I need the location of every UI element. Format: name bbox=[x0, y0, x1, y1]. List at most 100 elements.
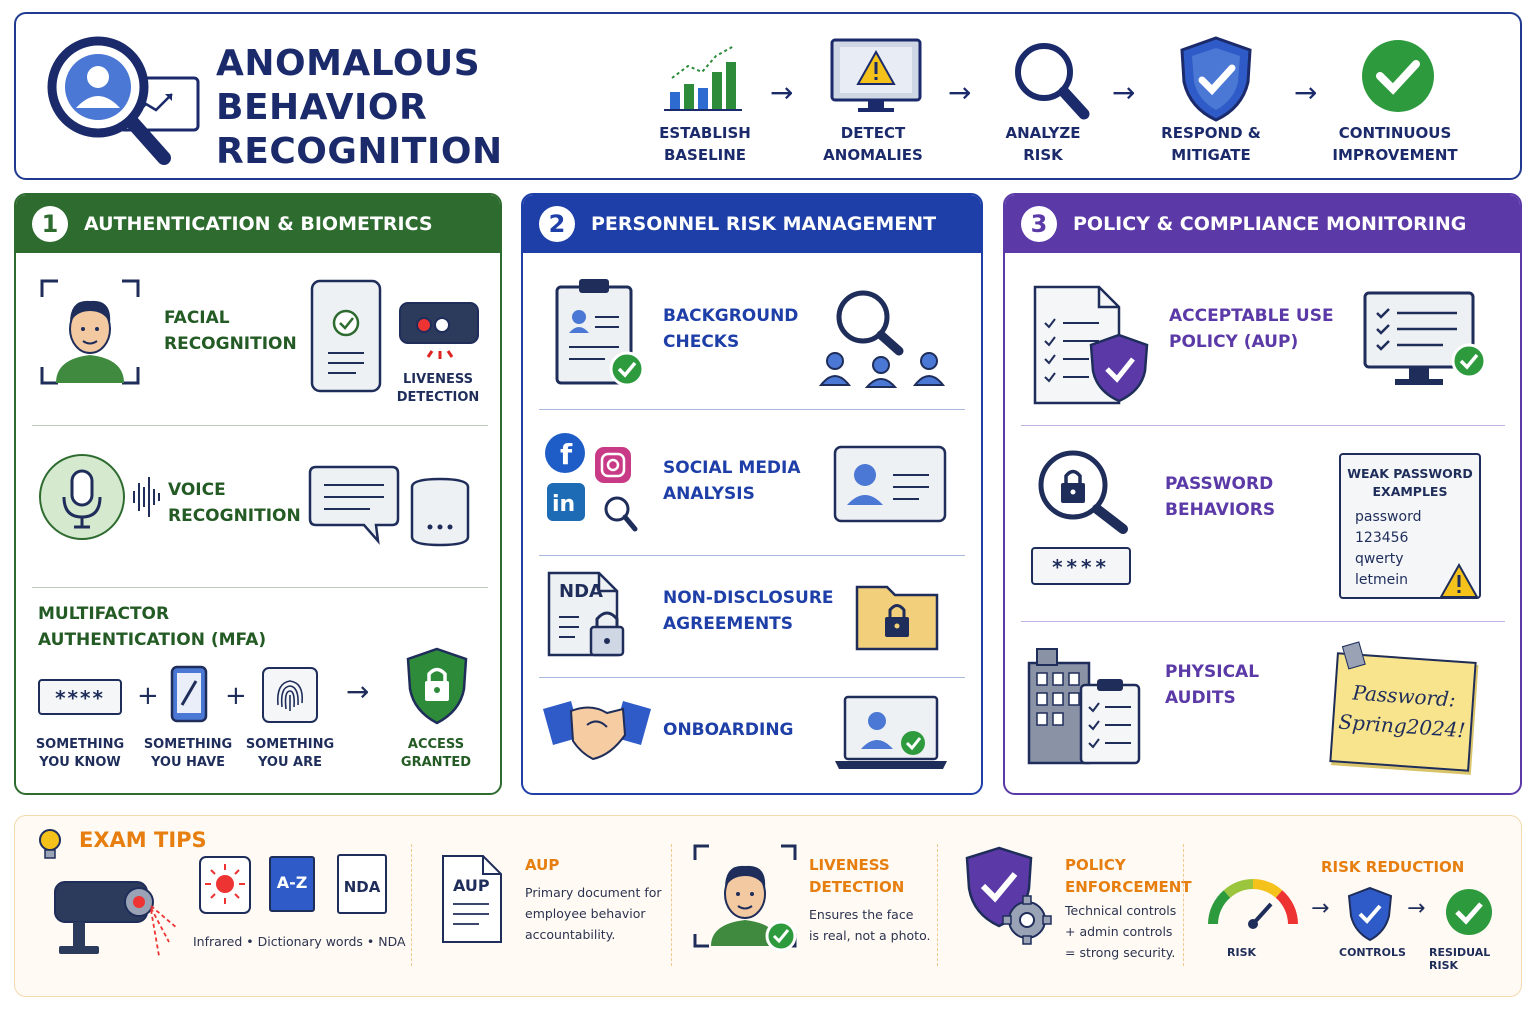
panel-number: 2 bbox=[539, 206, 575, 242]
label-line: GRANTED bbox=[400, 755, 472, 770]
lock-shield-icon bbox=[406, 647, 468, 725]
shield-check-icon bbox=[1180, 36, 1252, 122]
controls-label: CONTROLS bbox=[1339, 946, 1406, 959]
label-line: ACCEPTABLE USE bbox=[1169, 306, 1334, 326]
laptop-user-icon bbox=[835, 695, 947, 769]
label-line: Primary document for bbox=[525, 885, 662, 900]
divider bbox=[1021, 621, 1505, 622]
panel-number: 1 bbox=[32, 206, 68, 242]
nda-document-icon bbox=[547, 571, 625, 657]
flow-arrow-3: → bbox=[1112, 76, 1136, 109]
exam-tips-title: EXAM TIPS bbox=[79, 828, 207, 852]
flow-step-analyze: ANALYZE RISK bbox=[968, 122, 1118, 166]
divider bbox=[1021, 425, 1505, 426]
label-line: VOICE bbox=[168, 480, 226, 500]
controls-shield-icon bbox=[1347, 886, 1393, 942]
flow-label: ANOMALIES bbox=[823, 146, 923, 164]
plus-sign: + bbox=[137, 681, 159, 711]
flow-label: RISK bbox=[1023, 146, 1063, 164]
check-circle-icon bbox=[1362, 40, 1434, 112]
arrow-icon: → bbox=[1407, 896, 1426, 921]
risk-label: RISK bbox=[1227, 946, 1257, 959]
panel-header: 3 POLICY & COMPLIANCE MONITORING bbox=[1005, 195, 1520, 253]
separator bbox=[937, 844, 938, 966]
flow-step-baseline: ESTABLISH BASELINE bbox=[630, 122, 780, 166]
list-item: letmein bbox=[1355, 572, 1409, 588]
voice-recognition-label: VOICE RECOGNITION bbox=[168, 477, 301, 529]
label-line: FACIAL bbox=[164, 308, 230, 328]
label-line: YOU KNOW bbox=[39, 755, 121, 770]
arrow-icon: → bbox=[346, 675, 370, 708]
flow-label: RESPOND & bbox=[1161, 124, 1261, 142]
monitor-warning-icon bbox=[830, 38, 922, 112]
label-line: AGREEMENTS bbox=[663, 614, 794, 634]
lock-magnifier-icon bbox=[1038, 450, 1128, 534]
flow-label: ANALYZE bbox=[1005, 124, 1081, 142]
label-line: RECOGNITION bbox=[168, 506, 301, 526]
label-line: + admin controls bbox=[1065, 924, 1173, 939]
title-line2: RECOGNITION bbox=[216, 131, 503, 172]
label-line: EXAMPLES bbox=[1372, 484, 1448, 499]
label-line: LIVENESS bbox=[403, 372, 473, 387]
mfa-label: MULTIFACTOR AUTHENTICATION (MFA) bbox=[38, 601, 266, 653]
face-check-icon bbox=[693, 844, 797, 952]
label-line: PHYSICAL bbox=[1165, 662, 1260, 682]
residual-check-icon bbox=[1446, 889, 1492, 935]
label-line: LIVENESS bbox=[809, 856, 890, 874]
tip-risk-title: RISK REDUCTION bbox=[1321, 856, 1464, 878]
divider bbox=[539, 409, 965, 410]
risk-gauge-icon bbox=[1208, 879, 1298, 929]
label-line: ONBOARDING bbox=[663, 720, 794, 740]
label-line: PASSWORD bbox=[1165, 474, 1274, 494]
header-card: ANOMALOUS BEHAVIOR RECOGNITION → → → → bbox=[14, 12, 1522, 180]
magnifier-icon bbox=[1015, 43, 1090, 120]
label-line: AUDITS bbox=[1165, 688, 1236, 708]
label-line: NON-DISCLOSURE bbox=[663, 588, 834, 608]
label-line: WEAK PASSWORD bbox=[1347, 466, 1473, 481]
label-line: DETECTION bbox=[396, 390, 480, 405]
building-clipboard-icon bbox=[1027, 648, 1141, 765]
flow-label: MITIGATE bbox=[1171, 146, 1251, 164]
dictionary-icon: A-Z bbox=[269, 856, 315, 912]
panel-header: 2 PERSONNEL RISK MANAGEMENT bbox=[523, 195, 981, 253]
face-scan-icon bbox=[40, 279, 140, 385]
tape bbox=[1341, 641, 1366, 670]
label-line: employee behavior bbox=[525, 906, 646, 921]
label-line: BACKGROUND bbox=[663, 306, 799, 326]
onboarding-label: ONBOARDING bbox=[663, 717, 794, 743]
shield-gear-icon bbox=[965, 846, 1052, 945]
label-line: SOMETHING bbox=[35, 737, 125, 752]
separator bbox=[1183, 844, 1184, 966]
tips-caption: Infrared • Dictionary words • NDA bbox=[193, 934, 406, 949]
social-media-icons: f in bbox=[545, 433, 638, 532]
nda-doc-label: NDA bbox=[559, 581, 603, 602]
divider bbox=[32, 425, 488, 426]
flow-arrow-4: → bbox=[1294, 76, 1318, 109]
label-line: ANALYSIS bbox=[663, 484, 755, 504]
label-line: AUTHENTICATION (MFA) bbox=[38, 630, 267, 650]
database-icon bbox=[410, 477, 470, 547]
people-search-icon bbox=[818, 290, 946, 388]
clipboard-check-icon bbox=[555, 279, 645, 387]
fingerprint-icon bbox=[262, 667, 318, 723]
panel-policy-compliance: 3 POLICY & COMPLIANCE MONITORING ACCEPTA… bbox=[1003, 193, 1522, 795]
svg-text:f: f bbox=[560, 438, 573, 471]
list-item: password bbox=[1355, 509, 1422, 525]
password-field: **** bbox=[38, 679, 122, 715]
warning-icon bbox=[1439, 562, 1479, 598]
flow-label: ESTABLISH bbox=[659, 124, 751, 142]
label-line: = strong security. bbox=[1065, 945, 1176, 960]
label-line: MULTIFACTOR bbox=[38, 604, 170, 624]
panel-header: 1 AUTHENTICATION & BIOMETRICS bbox=[16, 195, 500, 253]
flow-label: DETECT bbox=[840, 124, 906, 142]
label-line: accountability. bbox=[525, 927, 616, 942]
flow-label: BASELINE bbox=[663, 146, 747, 164]
chart-icon bbox=[664, 45, 742, 111]
